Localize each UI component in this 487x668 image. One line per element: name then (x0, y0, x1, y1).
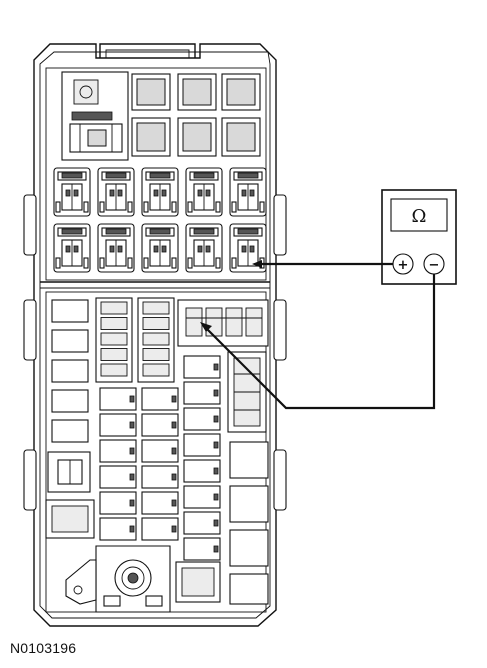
negative-terminal-label: − (429, 258, 440, 273)
mini-fuse-column (137, 297, 175, 383)
fuse-box-housing (23, 43, 287, 627)
small-fuse (141, 491, 179, 515)
small-fuse (141, 517, 179, 541)
relay-socket (141, 167, 179, 217)
small-fuse (99, 413, 137, 437)
small-fuse (183, 381, 221, 405)
small-fuse (99, 439, 137, 463)
relay-socket (185, 223, 223, 273)
mini-fuse-column (95, 297, 133, 383)
mini-fuse-columns (95, 297, 175, 383)
small-fuse (141, 439, 179, 463)
relay-socket (97, 167, 135, 217)
figure-id: N0103196 (10, 640, 77, 656)
ohm-symbol: Ω (412, 206, 427, 227)
small-fuse (99, 465, 137, 489)
positive-terminal-label: + (398, 258, 409, 273)
relay-socket-rows (53, 167, 267, 273)
small-fuse (183, 511, 221, 535)
relay-socket (53, 223, 91, 273)
relay-socket (141, 223, 179, 273)
small-fuse (183, 433, 221, 457)
test-leads (200, 260, 436, 410)
small-fuse (99, 517, 137, 541)
negative-lead (203, 274, 436, 410)
relay-socket (229, 167, 267, 217)
relay-socket (229, 223, 267, 273)
small-fuse (141, 387, 179, 411)
lower-fuse-section (45, 297, 269, 613)
small-fuse (99, 387, 137, 411)
ohmmeter: Ω + − (381, 189, 457, 285)
test-point-fuse-block (177, 299, 269, 347)
small-fuse (99, 491, 137, 515)
small-fuse (183, 485, 221, 509)
small-fuse (183, 537, 221, 561)
relay-socket (53, 167, 91, 217)
relay-grid (131, 73, 261, 157)
top-relay-section (61, 71, 261, 161)
small-fuse (183, 459, 221, 483)
small-fuse (141, 413, 179, 437)
relay-socket (185, 167, 223, 217)
small-fuse-grid (99, 355, 221, 561)
relay-socket (97, 223, 135, 273)
small-fuse (183, 407, 221, 431)
small-fuse (141, 465, 179, 489)
small-fuse (183, 355, 221, 379)
